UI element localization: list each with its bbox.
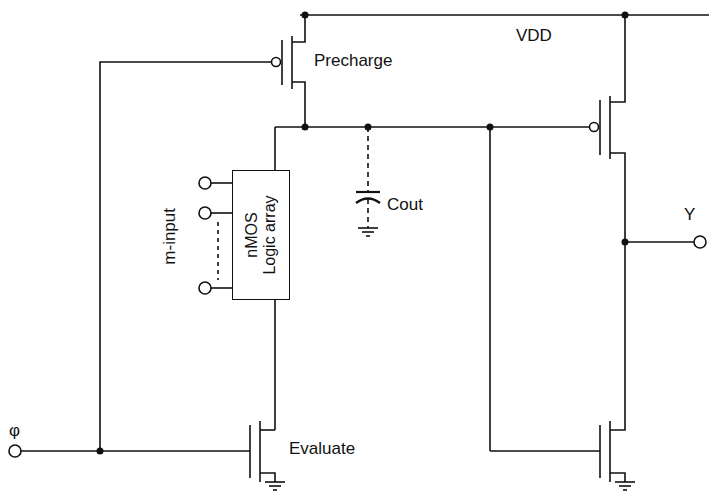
supply-name: VDD <box>515 27 553 46</box>
input-wire <box>211 287 232 289</box>
pmos-channel <box>291 36 293 89</box>
capacitor-lead <box>367 127 369 192</box>
output-terminal <box>694 236 706 248</box>
input-terminal <box>199 177 211 189</box>
signal-name: φ <box>8 422 21 441</box>
array-bottom-wire <box>274 300 276 430</box>
pmos-gate <box>281 40 283 85</box>
inverting-bubble <box>590 123 599 132</box>
capacitor-plate <box>356 191 380 193</box>
dynamic-node-wire <box>275 126 590 128</box>
ground-symbol <box>615 482 635 490</box>
input-wire <box>211 212 232 214</box>
nmos-gate <box>249 425 251 478</box>
input-name: m-input <box>161 207 180 266</box>
pmos-source <box>292 15 305 42</box>
vdd-rail <box>300 14 709 16</box>
input-wire <box>211 182 232 184</box>
pmos-source <box>610 15 625 102</box>
inverter-input-wire <box>490 450 600 452</box>
nmos-source <box>610 473 625 482</box>
pmos-drain <box>292 82 305 127</box>
logic-array-box: nMOS Logic array <box>232 170 290 300</box>
input-terminal <box>9 445 21 457</box>
nmos-drain <box>260 429 275 431</box>
array-top-wire <box>274 127 276 170</box>
capacitor-name: Cout <box>386 196 424 215</box>
nmos-gate <box>599 425 601 478</box>
input-ellipsis <box>217 222 219 280</box>
input-terminal <box>199 282 211 294</box>
output-wire <box>625 241 694 243</box>
junction-dots <box>97 12 629 455</box>
capacitor-lead <box>367 199 369 228</box>
inverter-input-wire <box>489 127 491 451</box>
pmos-drain <box>610 153 625 430</box>
signal-name: Y <box>683 206 696 225</box>
ground-symbol <box>265 482 285 490</box>
clock-wire <box>21 450 250 452</box>
pmos-channel <box>609 96 611 159</box>
inverting-bubble <box>272 58 281 67</box>
input-terminal <box>199 207 211 219</box>
ground-symbol <box>358 228 378 236</box>
transistor-name: Evaluate <box>288 440 356 459</box>
pmos-gate <box>599 100 601 155</box>
node-label: nMOS Logic array <box>243 193 280 277</box>
nmos-source <box>260 473 275 482</box>
transistor-name: Precharge <box>313 52 393 71</box>
